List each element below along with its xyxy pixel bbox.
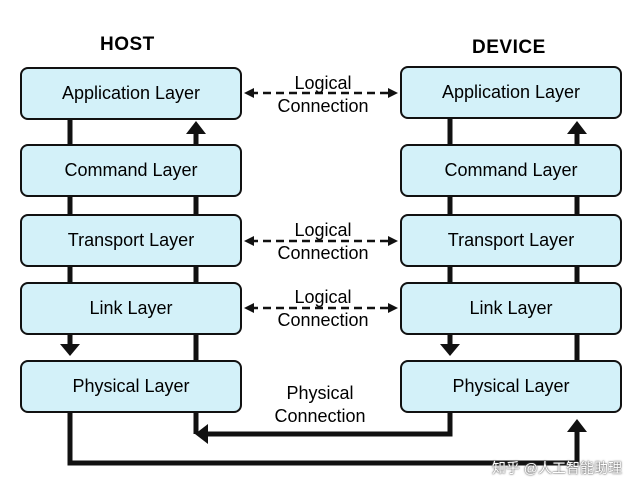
host-title: HOST: [100, 34, 155, 55]
application-connection-label: Logical Connection: [258, 72, 388, 118]
physical-link-arrowhead-device: [567, 419, 587, 432]
device-application-layer: Application Layer: [400, 66, 622, 119]
logical-arrow-link: [244, 303, 398, 313]
device-up-arrowhead: [567, 121, 587, 134]
host-application-layer: Application Layer: [20, 67, 242, 120]
device-transport-layer: Transport Layer: [400, 214, 622, 267]
host-command-layer: Command Layer: [20, 144, 242, 197]
connection-word: Connection: [277, 243, 369, 263]
device-command-layer: Command Layer: [400, 144, 622, 197]
logical-arrow-transport: [244, 236, 398, 246]
device-title: DEVICE: [472, 37, 546, 58]
watermark-text: 知乎 @人工智能助理: [491, 460, 622, 476]
physical-link-host-to-device: [67, 413, 580, 466]
connection-word: Connection: [274, 406, 366, 426]
transport-connection-label: Logical Connection: [258, 219, 388, 265]
host-transport-layer: Transport Layer: [20, 214, 242, 267]
connection-word: Connection: [277, 96, 369, 116]
physical-link-device-to-host: [205, 413, 453, 437]
logical-arrow-application: [244, 88, 398, 98]
link-connection-label: Logical Connection: [258, 286, 388, 332]
host-link-layer: Link Layer: [20, 282, 242, 335]
device-link-layer: Link Layer: [400, 282, 622, 335]
connection-word: Connection: [277, 310, 369, 330]
device-down-arrowhead: [440, 344, 460, 356]
device-physical-layer: Physical Layer: [400, 360, 622, 413]
host-down-arrowhead: [60, 344, 80, 356]
connection-type: Logical: [294, 287, 352, 307]
physical-connection-label: Physical Connection: [255, 382, 385, 428]
connection-type: Logical: [294, 73, 352, 93]
physical-link-arrowhead-host: [195, 424, 208, 444]
connection-type: Physical: [286, 383, 354, 403]
connection-type: Logical: [294, 220, 352, 240]
host-physical-layer: Physical Layer: [20, 360, 242, 413]
host-up-arrowhead: [186, 121, 206, 134]
